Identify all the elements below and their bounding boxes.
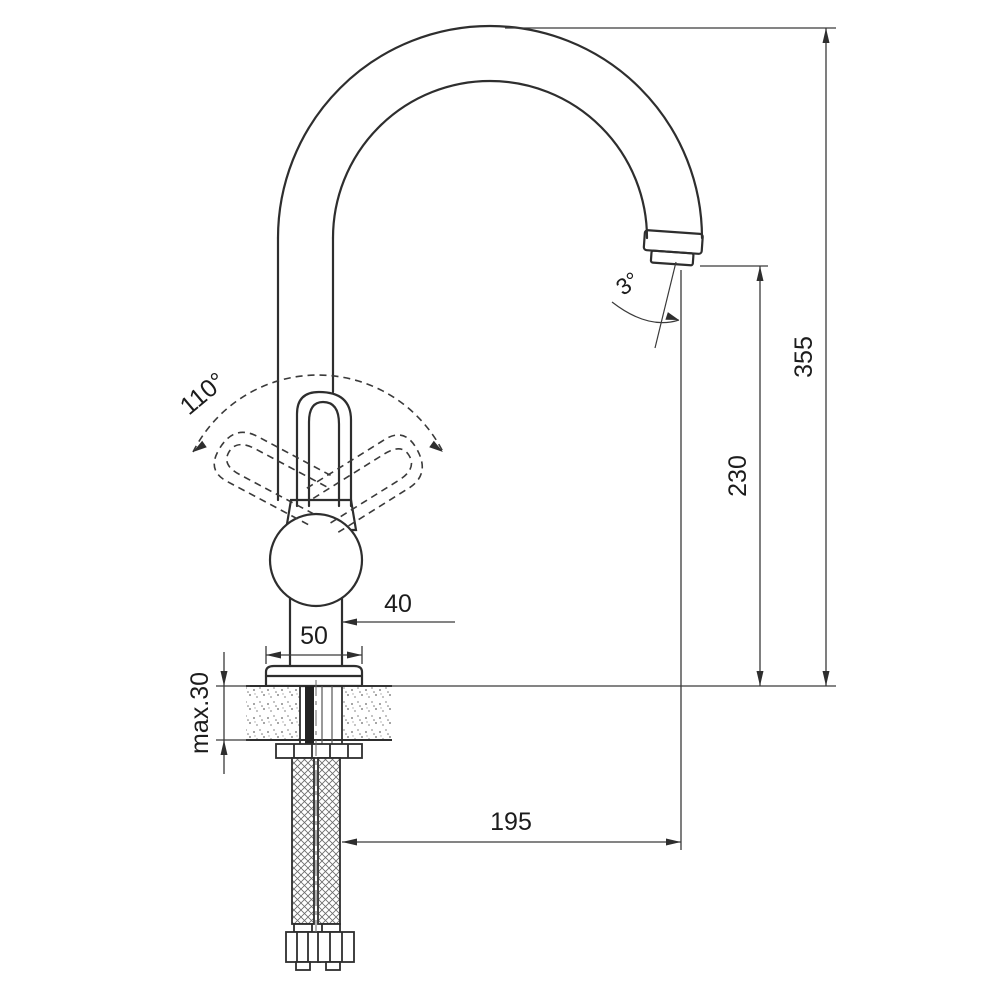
dim-3deg-arc: [611, 301, 680, 324]
spout-tip: [642, 229, 704, 267]
arrow-355-top: [822, 28, 830, 43]
hose-right-ferrule: [321, 923, 341, 933]
spout-inner-arc: [331, 79, 649, 240]
dim-overall-height-label: 355: [790, 336, 818, 378]
dimension-labels: 355 230 195 40 50 max.30 110° 3°: [175, 266, 818, 836]
spout-outer-arc: [276, 24, 704, 240]
arrow-40-left: [342, 618, 357, 626]
swing-arc-arrows: [193, 440, 443, 452]
supply-hoses: [285, 757, 355, 971]
swing-arc: [192, 374, 444, 453]
hose-left-nut: [285, 931, 321, 963]
body-joint-circle: [268, 512, 364, 608]
arrow-3deg: [665, 312, 679, 320]
arrow-230-top: [756, 266, 764, 281]
dim-outlet-height-label: 230: [724, 455, 752, 497]
handle-inner: [307, 400, 341, 508]
hose-left-ferrule: [293, 923, 313, 933]
arrow-50-left: [266, 651, 281, 659]
hose-left-stub: [295, 961, 311, 971]
hose-right-nut: [317, 931, 355, 963]
arrow-195-right: [666, 838, 681, 846]
dimension-arrows: [220, 28, 830, 846]
dim-base-width-label: 50: [300, 622, 328, 650]
dim-3deg-slant: [654, 261, 677, 349]
hose-left: [291, 757, 315, 925]
dim-max-deck-thickness-label: max.30: [186, 672, 214, 754]
dimension-lines: [216, 27, 836, 850]
handle-swing-dashed: [192, 374, 444, 535]
dim-spout-reach-label: 195: [490, 808, 532, 836]
handle-ghost-left: [213, 431, 334, 526]
handle-outer: [295, 390, 353, 508]
arrow-50-right: [347, 651, 362, 659]
dim-outlet-tilt-label: 3°: [611, 266, 644, 300]
faucet-outline: [264, 24, 704, 688]
threaded-stud: [305, 686, 314, 746]
counter-left-block: [246, 686, 300, 740]
counter-right-block: [342, 686, 392, 740]
hose-right-stub: [325, 961, 341, 971]
mounting-nut: [275, 743, 363, 759]
arrow-355-bottom: [822, 671, 830, 686]
arrow-max30-top: [220, 671, 228, 686]
dim-40-label: 40: [384, 590, 412, 618]
arrow-230-bottom: [756, 671, 764, 686]
arrow-max30-bottom: [220, 740, 228, 755]
hose-right: [317, 757, 341, 925]
handle-ghost-right: [306, 434, 424, 535]
counter-section: [246, 685, 392, 759]
arrow-195-left: [342, 838, 357, 846]
base-flange: [264, 664, 364, 688]
